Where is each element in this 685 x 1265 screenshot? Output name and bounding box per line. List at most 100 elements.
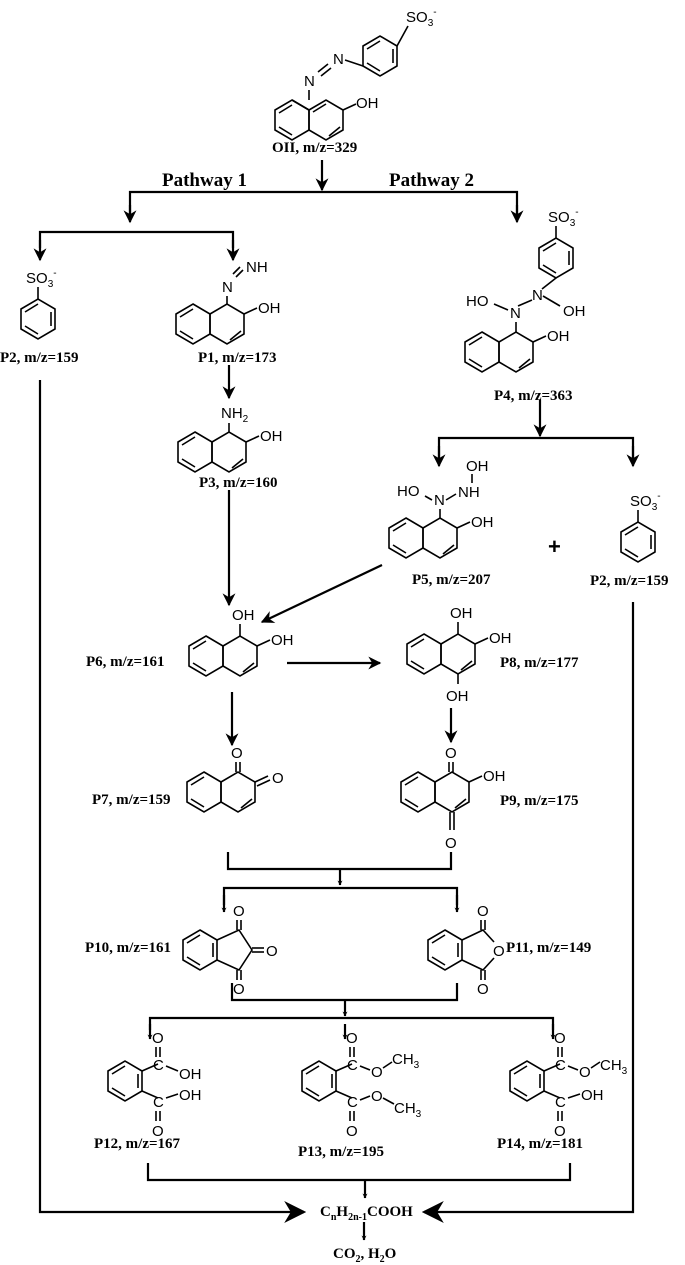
p11-label: P11, m/z=149 (506, 940, 591, 956)
hydroxyl-label: OH (271, 632, 294, 649)
carbonyl-o-label: O (233, 903, 245, 920)
p7-label: P7, m/z=159 (92, 792, 171, 808)
sulfonate-group-label: SO3- (548, 207, 579, 229)
hydroxyl-label: OH (260, 428, 283, 445)
hydroxyl-label: OH (232, 607, 255, 624)
carbonyl-o-label: O (445, 745, 457, 762)
p10-label: P10, m/z=161 (85, 940, 171, 956)
merge-bar-p12-p14 (146, 1163, 572, 1182)
carbonyl-o-label: O (554, 1030, 566, 1047)
carbonyl-o-label: O (231, 745, 243, 762)
carbonyl-o-label: O (477, 981, 489, 998)
carbonyl-o-label: O (477, 903, 489, 920)
p2-right-label: P2, m/z=159 (590, 573, 669, 589)
hydroxyl-label: OH (471, 514, 494, 531)
plus-sign: + (548, 534, 561, 559)
hydroxyl-label: HO (397, 483, 420, 500)
ester-oxygen-label: O (579, 1064, 591, 1081)
carbon-label: C (347, 1057, 358, 1074)
structure-p11: O O O (427, 903, 505, 998)
sulfonate-group-label: SO3- (26, 268, 57, 290)
structure-p13: C O O CH3 C O CH3 O (301, 1030, 422, 1140)
carbon-label: C (347, 1094, 358, 1111)
p4-split-bar (437, 436, 635, 458)
azo-n-label: N (222, 279, 233, 296)
split-bar-p10-p11 (222, 886, 459, 905)
nitrogen-label: N (532, 287, 543, 304)
structure-p10: O O O (182, 903, 278, 998)
carbonyl-o-label: O (272, 770, 284, 787)
hydroxyl-label: OH (179, 1066, 202, 1083)
p8-label: P8, m/z=177 (500, 655, 579, 671)
arrow-p2-left-to-acid (38, 380, 307, 1223)
amine-label: NH2 (221, 405, 249, 425)
p4-label: P4, m/z=363 (494, 388, 573, 404)
p9-label: P9, m/z=175 (500, 793, 579, 809)
structure-p4: SO3- N OH N HO OH (464, 207, 586, 373)
structure-p8: OH OH OH (406, 605, 512, 705)
carbonyl-o-label: O (152, 1030, 164, 1047)
structure-p6: OH OH (188, 607, 294, 677)
acid-formula: CnH2n-1COOH (320, 1204, 413, 1223)
p3-label: P3, m/z=160 (199, 475, 278, 491)
sulfonate-group-label: SO3- (406, 7, 437, 29)
p2-left-label: P2, m/z=159 (0, 350, 79, 366)
p1-label: P1, m/z=173 (198, 350, 277, 366)
merge-bar-p10-p11 (230, 983, 459, 1002)
flow-arrows (33, 160, 640, 1241)
p5-label: P5, m/z=207 (412, 572, 491, 588)
methyl-label: CH3 (600, 1057, 628, 1077)
hydroxyl-label: OH (547, 328, 570, 345)
ring-oxygen-label: O (493, 943, 505, 960)
hydroxyl-label: OH (450, 605, 473, 622)
imine-label: NH (246, 259, 268, 276)
hydroxyl-label: OH (483, 768, 506, 785)
hydroxyl-label: OH (258, 300, 281, 317)
p13-label: P13, m/z=195 (298, 1144, 384, 1160)
hydroxyl-label: OH (356, 95, 379, 112)
oii-label: OII, m/z=329 (272, 140, 357, 156)
final-products: CO2, H2O (333, 1246, 396, 1265)
merge-bar-p7-p9 (226, 852, 453, 871)
structure-p12: C O OH C OH O (107, 1030, 202, 1140)
arrow-p2-right-to-acid (421, 602, 635, 1223)
carbon-label: C (555, 1094, 566, 1111)
azo-n-upper-label: N (333, 51, 344, 68)
split-bar-p12-p14 (148, 1016, 555, 1030)
p14-label: P14, m/z=181 (497, 1136, 583, 1152)
carbonyl-o-label: O (445, 835, 457, 852)
sulfonate-group-label: SO3- (630, 491, 661, 513)
structure-p9: O OH O (400, 745, 506, 852)
carbon-label: C (555, 1057, 566, 1074)
carbon-label: C (153, 1057, 164, 1074)
structure-p3: NH2 OH (177, 405, 283, 473)
hydroxyl-label: OH (489, 630, 512, 647)
carbonyl-o-label: O (346, 1123, 358, 1140)
structure-p2-left: SO3- (20, 268, 57, 340)
carbonyl-o-label: O (346, 1030, 358, 1047)
methyl-label: CH3 (394, 1100, 422, 1120)
methyl-label: CH3 (392, 1051, 420, 1071)
p6-label: P6, m/z=161 (86, 654, 165, 670)
p12-label: P12, m/z=167 (94, 1136, 181, 1152)
ester-oxygen-label: O (371, 1064, 383, 1081)
nitrogen-label: N (434, 492, 445, 509)
carbon-label: C (153, 1094, 164, 1111)
nitrogen-label: N (510, 305, 521, 322)
ester-oxygen-label: O (371, 1088, 383, 1105)
structure-p5: OH NH N HO OH (388, 458, 494, 559)
hydroxyl-label: OH (446, 688, 469, 705)
pathway-2-label: Pathway 2 (389, 170, 474, 191)
structure-p1: NH N OH (175, 259, 281, 345)
amine-label: NH (458, 484, 480, 501)
structure-p7: O O (186, 745, 284, 813)
structure-oii: SO3- N N OH (274, 7, 437, 141)
arrow-p5-p6 (260, 564, 383, 623)
structure-p14: C O O CH3 C OH O (509, 1030, 628, 1140)
azo-n-lower-label: N (304, 73, 315, 90)
hydroxyl-label: OH (179, 1087, 202, 1104)
hydroxyl-label: OH (563, 303, 586, 320)
pathway-split-bar (128, 190, 519, 218)
